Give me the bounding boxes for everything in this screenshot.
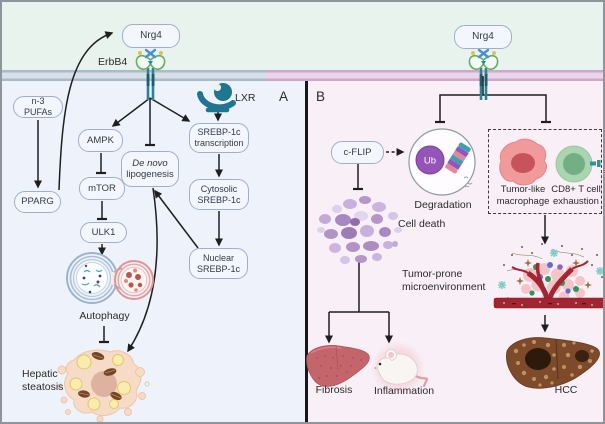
mtor-node: mTOR bbox=[79, 177, 125, 200]
arrow-lipogenesis-to-steatosis bbox=[127, 187, 158, 353]
n3-pufas-node: n-3 PUFAs bbox=[13, 96, 63, 118]
nrg4-node-a: Nrg4 bbox=[122, 24, 180, 48]
hepatic-steatosis-cell-icon bbox=[57, 349, 150, 422]
erbb4-receptor-icon bbox=[135, 48, 166, 100]
fibrosis-label: Fibrosis bbox=[315, 384, 353, 396]
nuclear-srebp1c-label: Nuclear SREBP-1c bbox=[196, 252, 240, 274]
inflammation-mouse-icon bbox=[371, 341, 428, 395]
de-novo-label: De novo bbox=[132, 157, 168, 169]
tumor-macrophage-label: Tumor-like macrophage bbox=[496, 184, 550, 207]
degradation-label: Degradation bbox=[414, 199, 472, 211]
ulk1-node: ULK1 bbox=[80, 222, 127, 243]
hcc-liver-icon bbox=[506, 337, 600, 389]
erbb4-label: ErbB4 bbox=[98, 56, 128, 68]
nrg4-node-b: Nrg4 bbox=[454, 25, 512, 49]
lxr-label: LXR bbox=[235, 92, 256, 104]
n3-pufas-label: n-3 PUFAs bbox=[23, 96, 52, 117]
cd8-exhaustion-label: CD8+ T cell exhaustion bbox=[551, 184, 601, 207]
tumor-microenvironment-icon bbox=[493, 243, 603, 309]
tumor-macrophage-icon bbox=[499, 138, 547, 186]
degradation-icon: Ub bbox=[408, 128, 476, 196]
inflammation-label: Inflammation bbox=[373, 385, 435, 397]
nrg4-label-b: Nrg4 bbox=[472, 31, 494, 43]
cflip-node: c-FLIP bbox=[331, 141, 384, 164]
panel-a-background bbox=[2, 81, 306, 422]
cytosolic-srebp1c-node: Cytosolic SREBP-1c bbox=[189, 179, 249, 210]
arrow-receptor-to-srebp-transcription bbox=[149, 97, 191, 122]
srebp1c-transcription-label: SREBP-1c transcription bbox=[194, 127, 244, 148]
panel-a-letter: A bbox=[279, 89, 289, 104]
cytosolic-srebp1c-label: Cytosolic SREBP-1c bbox=[197, 183, 241, 205]
mtor-label: mTOR bbox=[88, 182, 116, 194]
ulk1-label: ULK1 bbox=[91, 226, 116, 238]
nrg4-label-a: Nrg4 bbox=[140, 30, 162, 42]
tumor-microenvironment-label: Tumor-prone microenvironment bbox=[402, 268, 486, 293]
fibrosis-liver-icon bbox=[306, 345, 370, 387]
panel-divider bbox=[305, 81, 308, 422]
cell-death-label: Cell death bbox=[398, 218, 446, 230]
inhibit-receptor-b-branches bbox=[435, 94, 551, 124]
arrow-receptor-to-ampk bbox=[111, 97, 151, 127]
cell-membrane-panel-a bbox=[2, 70, 265, 81]
cd8-t-cell-icon bbox=[555, 145, 601, 183]
erbb4-receptor-icon bbox=[468, 48, 499, 100]
cell-death-cluster-icon bbox=[317, 196, 402, 264]
panel-b-letter: B bbox=[316, 89, 326, 104]
de-novo-lipogenesis-node: De novo lipogenesis bbox=[121, 151, 179, 187]
immune-cells-box bbox=[488, 129, 602, 214]
cflip-label: c-FLIP bbox=[343, 146, 372, 158]
hcc-label: HCC bbox=[554, 384, 578, 396]
pparg-node: PPARG bbox=[14, 191, 61, 213]
arrow-nuclear-to-lipogenesis bbox=[154, 189, 199, 249]
ampk-label: AMPK bbox=[87, 134, 114, 146]
srebp1c-transcription-node: SREBP-1c transcription bbox=[189, 123, 249, 153]
cell-membrane-panel-b bbox=[265, 70, 603, 81]
autophagy-label: Autophagy bbox=[79, 310, 130, 322]
pparg-label: PPARG bbox=[21, 196, 54, 208]
ub-label: Ub bbox=[424, 156, 436, 167]
autophagy-icon bbox=[66, 252, 154, 304]
arrow-pparg-to-nrg4 bbox=[58, 31, 114, 191]
nuclear-srebp1c-node: Nuclear SREBP-1c bbox=[189, 248, 248, 279]
lipogenesis-label: lipogenesis bbox=[126, 169, 174, 180]
ampk-node: AMPK bbox=[78, 129, 123, 152]
lxr-icon bbox=[197, 83, 236, 113]
hepatic-steatosis-label: Hepatic steatosis bbox=[22, 368, 64, 393]
